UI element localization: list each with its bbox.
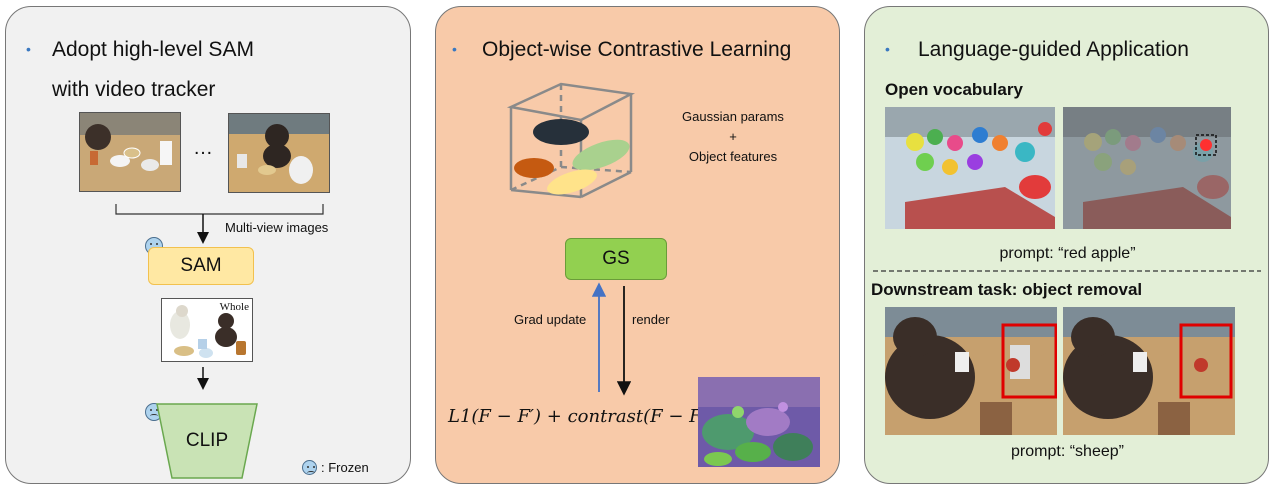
highlight-box <box>1001 323 1057 399</box>
panel-contrastive-learning: • Object-wise Contrastive Learning Gauss… <box>435 6 840 484</box>
gaussian-dark <box>533 119 589 145</box>
gaussian-cube-diagram <box>506 82 636 199</box>
removal-image-after <box>1063 307 1235 435</box>
loss-formula: L1(F − F′) + contrast(F − F′) <box>448 406 713 427</box>
brace-bracket <box>115 204 324 215</box>
open-vocabulary-label: Open vocabulary <box>885 80 1023 99</box>
grad-update-label: Grad update <box>514 312 587 327</box>
panel2-connectors <box>591 282 632 396</box>
panel1-heading-line1: Adopt high-level SAM <box>52 38 254 61</box>
gs-box: GS <box>565 238 667 280</box>
image-ellipsis: … <box>193 137 213 159</box>
open-vocab-image-original <box>885 107 1055 229</box>
downstream-task-label: Downstream task: object removal <box>871 280 1143 299</box>
object-features-line: Object features <box>688 149 778 164</box>
panel1-heading-line2: with video tracker <box>52 78 216 101</box>
panel-sam-tracker: • Adopt high-level SAM with video tracke… <box>5 6 411 484</box>
gaussian-params-text: Gaussian params + Object features <box>668 107 798 167</box>
gs-label: GS <box>602 248 630 269</box>
panel1-connectors <box>115 204 324 390</box>
gaussian-params-line: Gaussian params <box>682 109 784 124</box>
panel2-heading: Object-wise Contrastive Learning <box>482 38 792 61</box>
panel-language-application: • Language-guided Application Open vocab… <box>864 6 1269 484</box>
prompt-red-apple: prompt: “red apple” <box>999 245 1136 262</box>
section-divider <box>873 270 1261 272</box>
whole-label: Whole <box>219 301 249 313</box>
detection-box <box>1195 134 1217 156</box>
bullet-icon: • <box>452 41 457 57</box>
segmented-objects-image: Whole <box>161 298 253 362</box>
render-label: render <box>632 312 670 327</box>
bullet-icon: • <box>26 41 31 57</box>
removal-image-before <box>885 307 1057 435</box>
multiview-label: Multi-view images <box>225 220 329 235</box>
frozen-legend-label: : Frozen <box>321 460 369 475</box>
gaussian-plus: + <box>729 129 737 144</box>
clip-label: CLIP <box>185 430 229 451</box>
multiview-image-1 <box>79 112 181 192</box>
rendered-feature-map <box>698 377 820 467</box>
gaussian-orange <box>514 158 554 178</box>
gaussian-green <box>572 139 630 171</box>
frozen-legend-icon <box>302 460 317 475</box>
sam-label: SAM <box>180 255 222 276</box>
panel3-heading: Language-guided Application <box>918 38 1189 61</box>
sam-box: SAM <box>148 247 254 285</box>
gaussian-yellow <box>547 169 597 195</box>
bullet-icon: • <box>885 41 890 57</box>
highlight-box <box>1179 323 1233 399</box>
clip-trapezoid <box>156 403 258 479</box>
open-vocab-image-query <box>1063 107 1231 229</box>
prompt-sheep: prompt: “sheep” <box>1011 443 1124 460</box>
multiview-image-2 <box>228 113 330 193</box>
